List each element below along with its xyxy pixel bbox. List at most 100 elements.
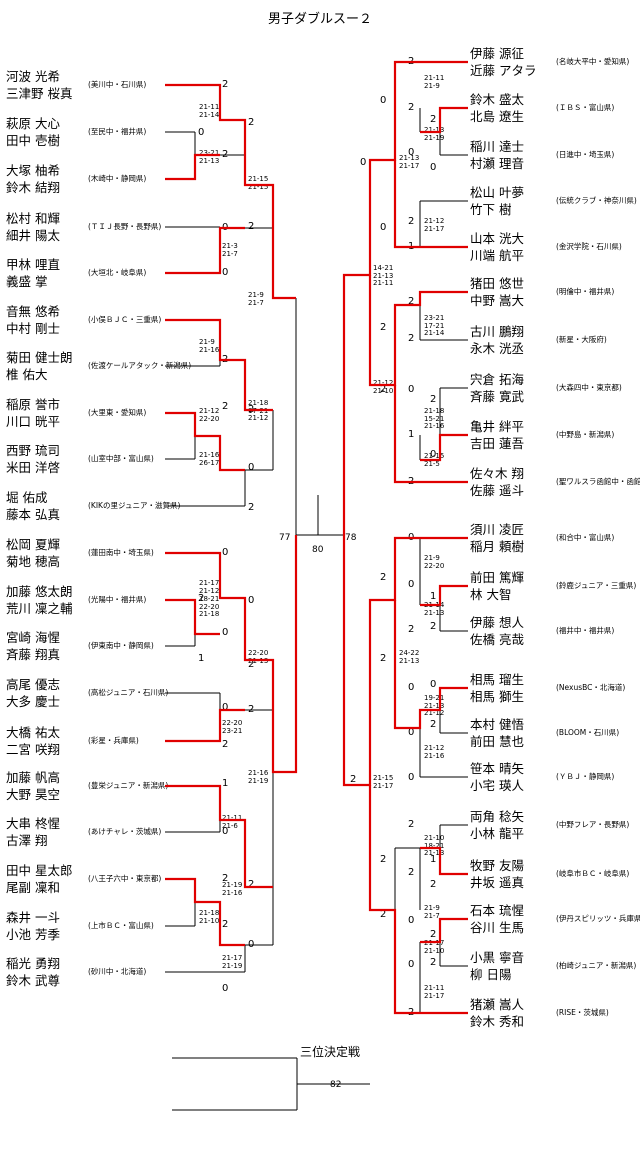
team-entry: 萩原 大心田中 壱樹 <box>6 115 106 149</box>
team-entry: 笹本 晴矢小宅 瑛人 <box>470 760 570 794</box>
win-count: 2 <box>222 919 229 930</box>
team-club: (小俣ＢＪＣ・三重県) <box>88 315 162 324</box>
win-count: 0 <box>248 462 255 473</box>
match-score: 21-12 21-10 <box>373 379 394 395</box>
win-count: 0 <box>408 579 415 590</box>
team-club: (日進中・埼玉県) <box>556 150 615 159</box>
team-entry: 松山 叶夢竹下 樹 <box>470 184 570 218</box>
team-club: (至民中・福井県) <box>88 127 147 136</box>
match-score: 21-13 21-19 <box>424 126 445 142</box>
win-count: 2 <box>248 221 255 232</box>
player-name: 林 大智 <box>470 587 512 602</box>
win-count: 0 <box>380 95 387 106</box>
player-name: 尾副 凜和 <box>6 880 60 895</box>
win-count: 0 <box>408 959 415 970</box>
player-name: 牧野 友陽 <box>470 858 524 873</box>
match-score: 21-13 21-17 <box>399 154 420 170</box>
win-count: 0 <box>408 727 415 738</box>
bracket-line <box>393 160 468 249</box>
win-count: 2 <box>430 621 437 632</box>
win-count: 2 <box>430 957 437 968</box>
team-club: (金沢学院・石川県) <box>556 242 622 251</box>
team-club: (大里東・愛知県) <box>88 408 147 417</box>
team-entry: 稲川 達士村瀬 理音 <box>470 138 570 172</box>
bracket-line <box>165 877 245 947</box>
team-club: (美川中・石川県) <box>88 80 147 89</box>
match-score: 21-9 22-20 <box>424 554 445 570</box>
win-count: 2 <box>408 867 415 878</box>
team-entry: 堀 佑成藤本 弘真 <box>6 489 106 523</box>
team-club: (ＴＩＪ長野・長野県) <box>88 222 162 231</box>
player-name: 松山 叶夢 <box>470 185 524 200</box>
bracket-line <box>342 535 468 787</box>
bracket-line <box>420 106 468 134</box>
team-entry: 古川 鵬翔永木 洸丞 <box>470 323 570 357</box>
match-score: 21-15 21-17 <box>373 774 394 790</box>
win-count: 0 <box>222 627 229 638</box>
win-count: 2 <box>408 624 415 635</box>
win-count: 2 <box>380 384 387 395</box>
team-club: (山室中部・富山県) <box>88 454 154 463</box>
win-count: 0 <box>430 679 437 690</box>
team-club: (蓮田南中・埼玉県) <box>88 548 154 557</box>
team-club: (上市ＢＣ・富山県) <box>88 921 154 930</box>
player-name: 井坂 遥真 <box>470 875 524 890</box>
player-name: 佐藤 遥斗 <box>470 483 524 498</box>
team-entry: 稲光 勇翔鈴木 武尊 <box>6 955 106 989</box>
match-number: 77 <box>279 533 291 543</box>
team-entry: 相馬 瑠生相馬 獅生 <box>470 671 570 705</box>
bracket-line <box>165 708 245 743</box>
win-count: 2 <box>350 774 357 785</box>
match-score: 21-17 21-12 <box>199 579 220 595</box>
team-club: (大森四中・東京都) <box>556 383 622 392</box>
team-entry: 両角 稔矢小林 龍平 <box>470 808 570 842</box>
team-club: (聖ワルスラ函館中・函館県) <box>556 477 640 486</box>
match-score: 21-11 21-9 <box>424 74 445 90</box>
match-score: 23-21 17-21 21-14 <box>424 314 445 337</box>
win-count: 0 <box>222 547 229 558</box>
player-name: 中野 嵩大 <box>470 293 524 308</box>
team-entry: 宍倉 拓海斉藤 寛武 <box>470 371 570 405</box>
team-entry: 猪田 悠世中野 嵩大 <box>470 275 570 309</box>
player-name: 石本 琉惺 <box>470 903 524 918</box>
player-name: 猪田 悠世 <box>470 276 524 291</box>
match-score: 22-20 23-21 <box>222 719 243 735</box>
team-entry: 須川 凌匠稲月 頼樹 <box>470 521 570 555</box>
player-name: 加藤 悠太朗 <box>6 584 73 599</box>
match-score: 21-9 21-7 <box>424 904 440 920</box>
player-name: 古澤 翔 <box>6 833 48 848</box>
team-club: (木崎中・静岡県) <box>88 174 147 183</box>
win-count: 2 <box>430 929 437 940</box>
match-score: 21-11 21-17 <box>424 984 445 1000</box>
team-club: (KIKの里ジュニア・滋賀県) <box>88 501 181 510</box>
win-count: 2 <box>248 117 255 128</box>
match-score: 21-15 21-5 <box>424 452 445 468</box>
player-name: 松岡 夏輝 <box>6 537 60 552</box>
team-entry: 大串 柊惺古澤 翔 <box>6 815 106 849</box>
player-name: 宍倉 拓海 <box>470 372 524 387</box>
win-count: 0 <box>408 384 415 395</box>
win-count: 0 <box>198 127 205 138</box>
win-count: 2 <box>198 593 205 604</box>
team-entry: 河波 光希三津野 桜真 <box>6 68 106 102</box>
team-entry: 山本 洸大川端 航平 <box>470 230 570 264</box>
win-count: 2 <box>222 79 229 90</box>
team-club: (大垣北・岐阜県) <box>88 268 147 277</box>
player-name: 伊藤 源征 <box>470 46 524 61</box>
bracket-line <box>165 535 298 774</box>
player-name: 河波 光希 <box>6 69 60 84</box>
bracket-line <box>393 385 468 484</box>
team-entry: 牧野 友陽井坂 遥真 <box>470 857 570 891</box>
player-name: 古川 鵬翔 <box>470 324 524 339</box>
match-score: 18-21 22-20 21-18 <box>199 595 220 618</box>
match-score: 21-11 21-14 <box>199 103 220 119</box>
player-name: 森井 一斗 <box>6 910 60 925</box>
player-name: 堀 佑成 <box>6 490 48 505</box>
bracket-line <box>165 226 245 275</box>
team-entry: 菊田 健士朗椎 佑大 <box>6 349 106 383</box>
player-name: 稲川 達士 <box>470 139 524 154</box>
player-name: 米田 洋啓 <box>6 460 60 475</box>
team-entry: 大橋 祐太二宮 咲翔 <box>6 724 106 758</box>
win-count: 2 <box>380 572 387 583</box>
